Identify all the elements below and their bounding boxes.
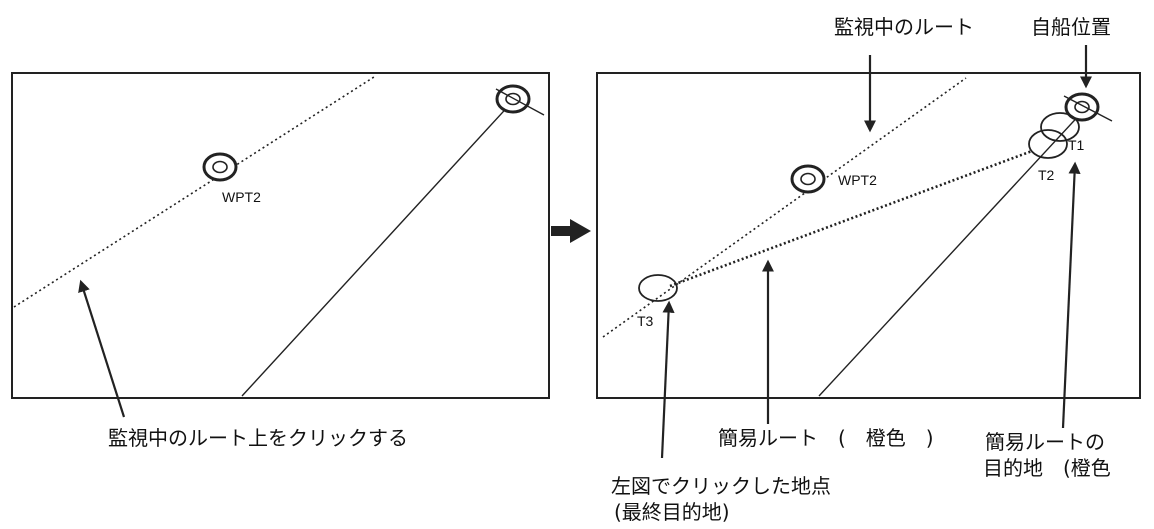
route-line [241, 100, 514, 397]
turn-point-t3-label: T3 [637, 313, 654, 329]
waypoint-label: WPT2 [222, 189, 261, 205]
destination-label-line2: 目的地 (橙色 [983, 456, 1111, 480]
turn-point-t1-label: T1 [1068, 137, 1085, 153]
left-chart-panel [11, 72, 550, 399]
monitored-route-label: 監視中のルート [834, 15, 974, 39]
own-ship-icon [495, 84, 545, 116]
turn-point-t3-circle [638, 274, 678, 302]
clicked-point-label-line2: (最終目的地) [614, 500, 730, 524]
arrow-right-icon [551, 219, 591, 243]
pointer-arrow-icon [78, 279, 126, 418]
turn-point-t2-circle [1028, 129, 1068, 159]
waypoint-icon [202, 152, 238, 182]
clicked-point-label-line1: 左図でクリックした地点 [611, 474, 831, 498]
simple-route-label: 簡易ルート ( 橙色 ) [718, 426, 934, 450]
destination-label-line1: 簡易ルートの [985, 430, 1105, 454]
monitored-route-line [602, 77, 967, 338]
pointer-arrow-icon [1061, 161, 1081, 429]
own-ship-label: 自船位置 [1031, 15, 1111, 39]
simple-route-line [669, 149, 1033, 288]
right-chart-panel [596, 72, 1141, 399]
own-ship-icon [1063, 92, 1113, 122]
turn-point-t2-label: T2 [1038, 167, 1055, 183]
pointer-arrow-icon [660, 300, 675, 459]
turn-point-t1-circle [1040, 112, 1080, 142]
waypoint-label: WPT2 [838, 172, 877, 188]
monitored-route-line [13, 76, 375, 308]
instruction-label: 監視中のルート上をクリックする [108, 426, 408, 450]
waypoint-icon [790, 164, 826, 194]
route-line [818, 109, 1085, 397]
